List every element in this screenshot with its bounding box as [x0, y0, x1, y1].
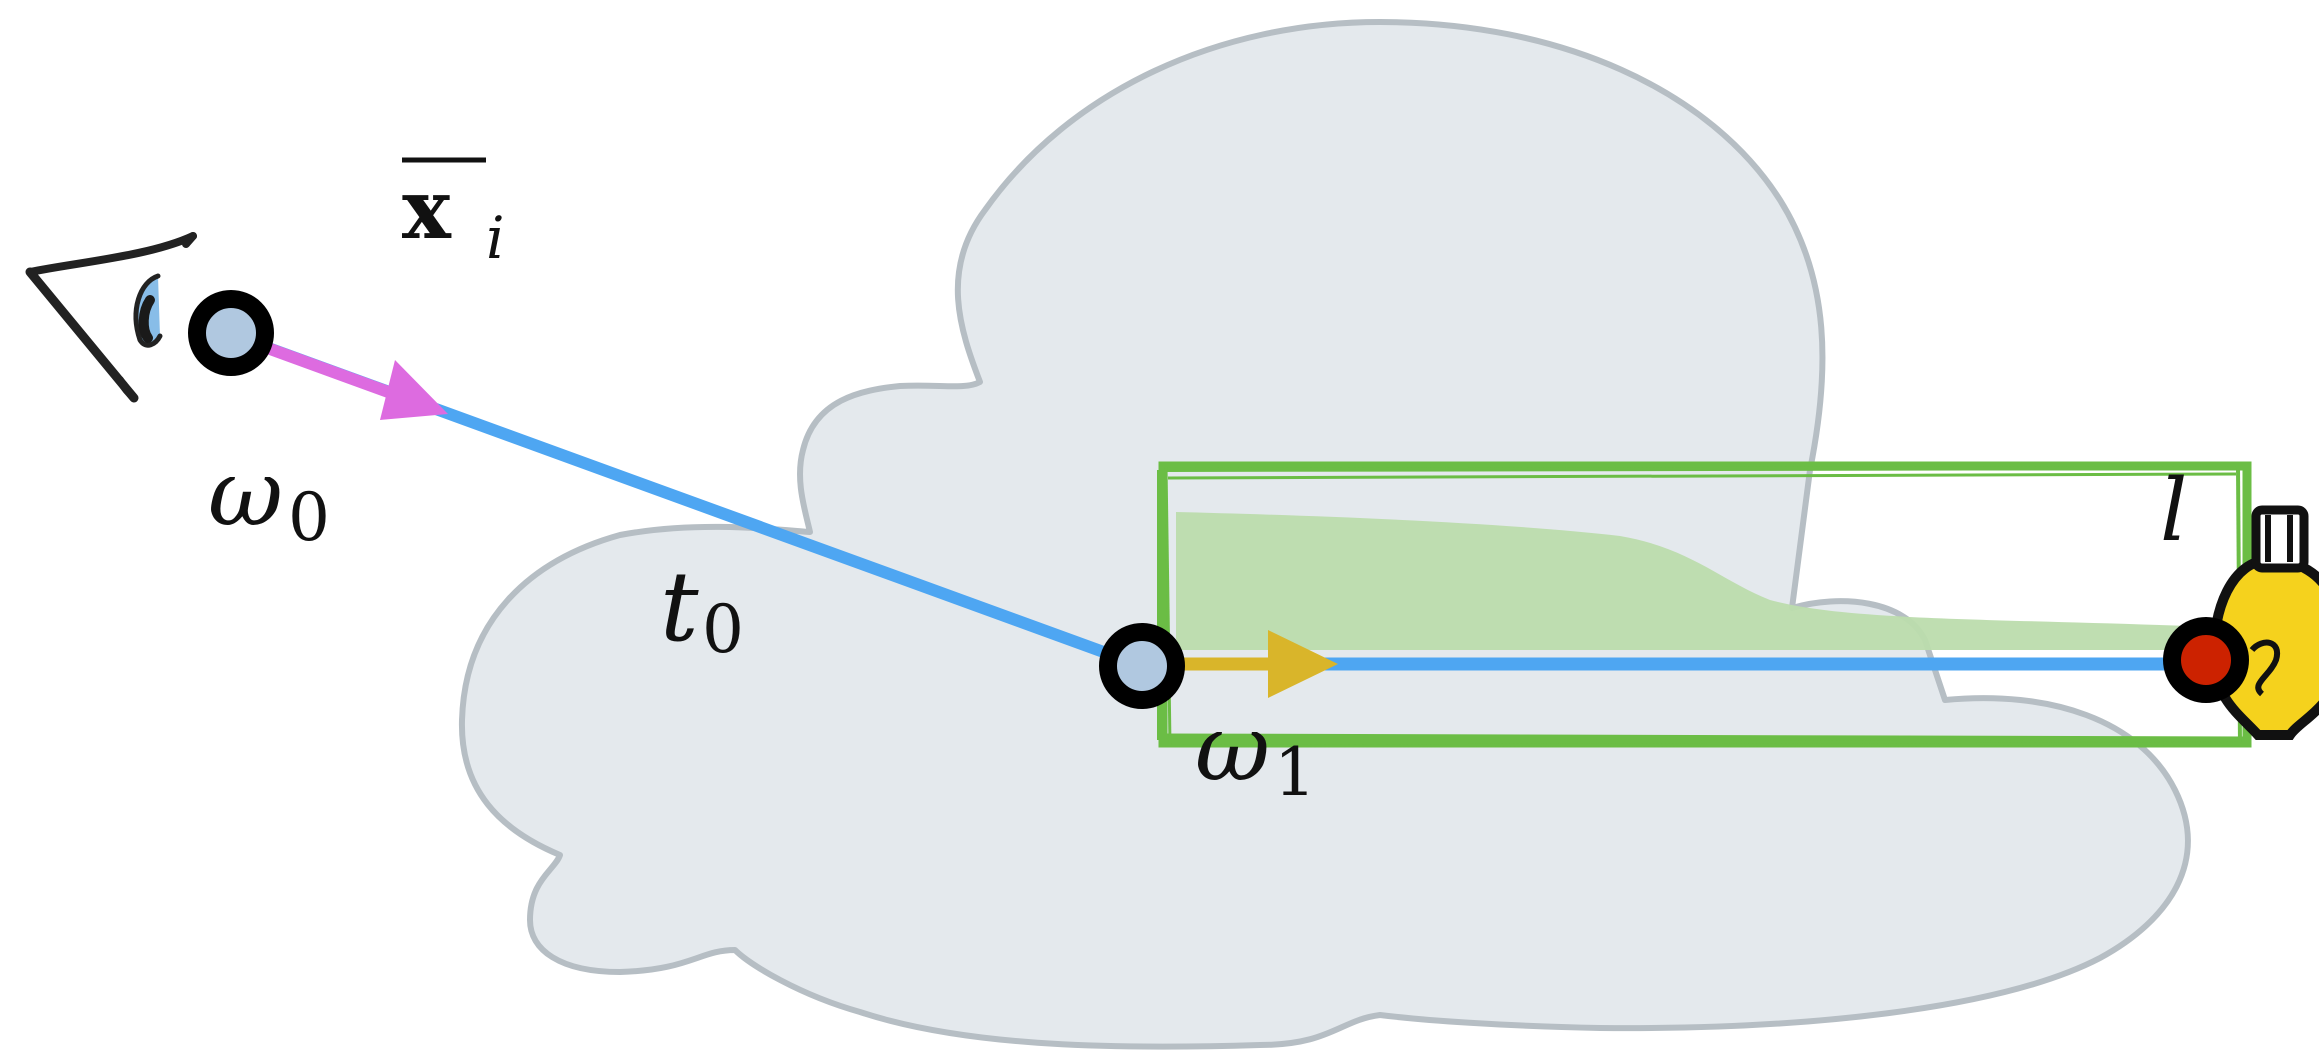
transmittance-area [1176, 512, 2240, 650]
svg-text:ω: ω [1195, 695, 1270, 802]
arrowhead-omega1-icon [1268, 630, 1338, 698]
arrowhead-omega0-icon [380, 360, 448, 420]
label-t0: t 0 [660, 551, 744, 668]
svg-text:ω: ω [208, 440, 283, 547]
svg-text:x: x [402, 162, 452, 258]
svg-text:0: 0 [288, 479, 330, 556]
label-light: l [2160, 461, 2188, 561]
light-vertex [2163, 617, 2249, 703]
scatter-vertex [1099, 623, 1185, 709]
label-xbar-i: x i [402, 157, 505, 272]
camera-vertex [188, 290, 274, 376]
svg-text:i: i [486, 204, 505, 272]
svg-text:t: t [660, 551, 699, 663]
light-bulb-icon [2208, 505, 2319, 740]
svg-text:0: 0 [702, 591, 744, 668]
label-omega0: ω 0 [208, 440, 330, 556]
eye-icon [25, 232, 197, 403]
label-omega1: ω 1 [1195, 695, 1316, 811]
svg-text:1: 1 [1274, 734, 1316, 811]
